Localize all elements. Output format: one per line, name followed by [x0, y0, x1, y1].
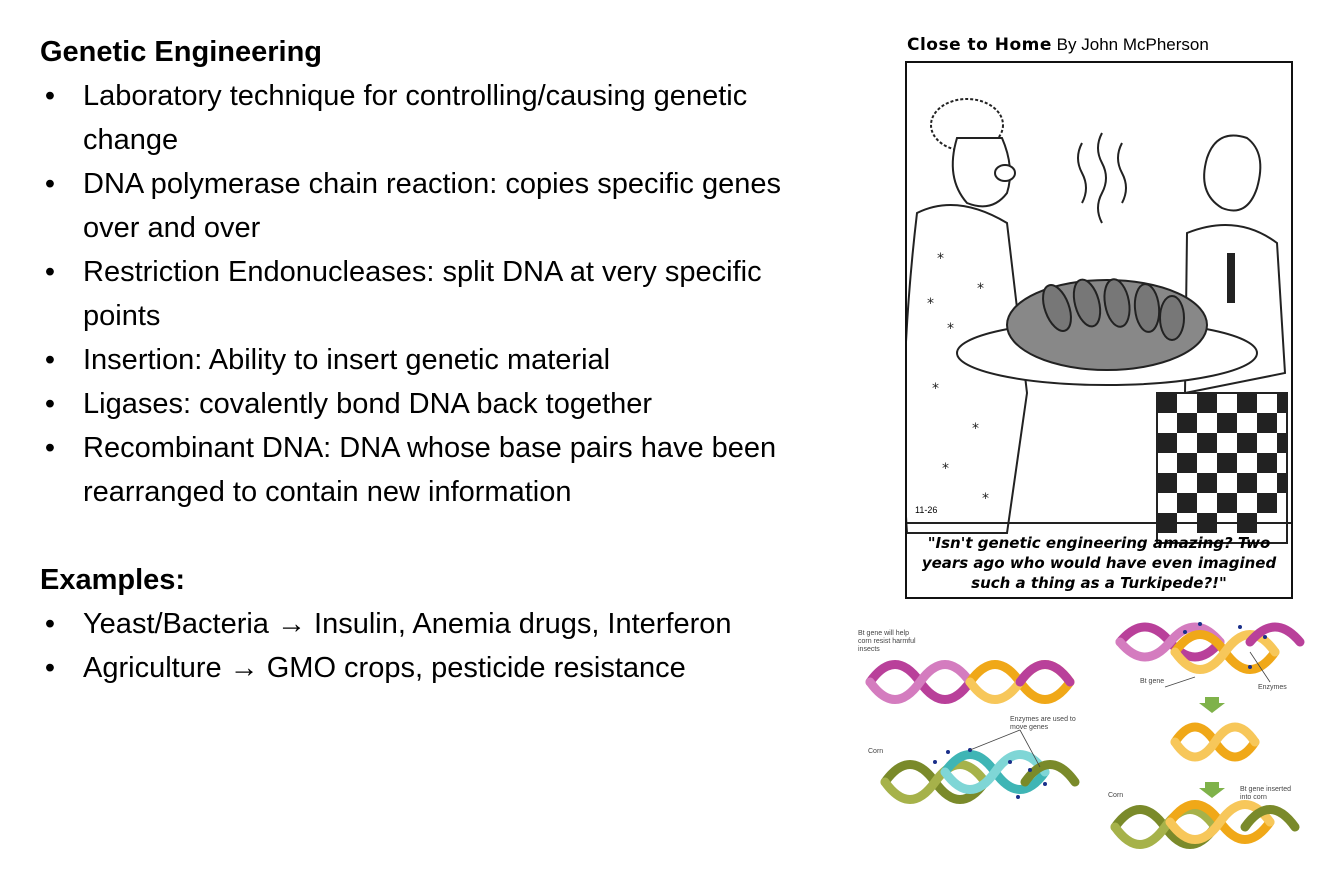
svg-text:*: * [942, 461, 949, 477]
bullet-dot: • [44, 388, 56, 420]
svg-text:*: * [982, 491, 989, 507]
label-corn-left: Corn [868, 748, 884, 755]
bullet-dot: • [44, 344, 56, 376]
cartoon-title: Close to Home By John McPherson [907, 35, 1209, 55]
bullet-dot: • [44, 168, 56, 200]
arrow-down-icon [1199, 782, 1225, 798]
svg-text:*: * [972, 421, 979, 437]
bullet-item: • Insertion: Ability to insert genetic ma… [40, 338, 830, 382]
enzyme-dots-left [933, 748, 1047, 799]
bullet-text: Yeast/Bacteria → Insulin, Anemia drugs, … [83, 608, 732, 640]
bullet-item: • Yeast/Bacteria → Insulin, Anemia drugs,… [40, 602, 830, 646]
svg-text:*: * [977, 281, 984, 297]
svg-text:*: * [937, 251, 944, 267]
strip-name: Close to Home [907, 35, 1052, 55]
bullet-text: Insertion: Ability to insert genetic mat… [83, 344, 611, 376]
dna-illustration [865, 622, 1305, 849]
helix-gene [1170, 722, 1260, 762]
bullet-text: Laboratory technique for controlling/cau… [83, 80, 748, 156]
helix-top-left [865, 660, 1075, 704]
bullet-dot: • [44, 80, 56, 112]
cartoon-date: 11-26 [915, 505, 938, 515]
enzyme-dots-right [1183, 622, 1267, 669]
label-bt-gene-note: Bt gene will help corn resist harmful in… [858, 630, 916, 653]
svg-text:*: * [927, 296, 934, 312]
bullet-dot: • [44, 652, 56, 684]
bullet-list: • Laboratory technique for controlling/ca… [40, 74, 830, 514]
cartoon-illustration: *** *** *** [907, 98, 1291, 544]
bullet-item: • Restriction Endonucleases: split DNA at… [40, 250, 830, 338]
helix-bottom-left [880, 750, 1080, 804]
bullet-dot: • [44, 256, 56, 288]
label-enzymes: Enzymes [1258, 684, 1287, 691]
arrow-down-icon [1199, 697, 1225, 713]
cartoon-panel: *** *** *** [905, 61, 1293, 599]
bullet-dot: • [44, 608, 56, 640]
bullet-text: Agriculture → GMO crops, pesticide resis… [83, 652, 686, 684]
helix-top-right [1115, 622, 1305, 674]
examples-title: Examples: [40, 564, 186, 596]
dna-diagram: Bt gene will help corn resist harmful in… [850, 612, 1310, 872]
helix-bottom-right [1110, 800, 1300, 849]
bullet-item: • Agriculture → GMO crops, pesticide resi… [40, 646, 830, 690]
checkered-pants [1156, 392, 1288, 544]
bullet-text: Recombinant DNA: DNA whose base pairs ha… [83, 432, 777, 508]
label-bt-gene: Bt gene [1140, 678, 1165, 685]
label-bt-inserted: Bt gene inserted into corn [1240, 786, 1291, 801]
bullet-item: • DNA polymerase chain reaction: copies s… [40, 162, 830, 250]
bullet-item: • Recombinant DNA: DNA whose base pairs h… [40, 426, 830, 514]
examples-list: • Yeast/Bacteria → Insulin, Anemia drugs,… [40, 602, 830, 690]
bullet-item: • Ligases: covalently bond DNA back toget… [40, 382, 830, 426]
bullet-item: • Laboratory technique for controlling/ca… [40, 74, 830, 162]
svg-text:*: * [947, 321, 954, 337]
bullet-text: Ligases: covalently bond DNA back togeth… [83, 388, 653, 420]
cartoon: Close to Home By John McPherson *** *** … [905, 35, 1297, 603]
label-enzymes-move: Enzymes are used to move genes [1010, 716, 1076, 731]
byline: By John McPherson [1056, 35, 1209, 54]
bullet-dot: • [44, 432, 56, 464]
svg-text:*: * [932, 381, 939, 397]
cartoon-caption: "Isn't genetic engineering amazing? Two … [921, 534, 1277, 592]
bullet-text: Restriction Endonucleases: split DNA at … [83, 256, 762, 332]
bullet-text: DNA polymerase chain reaction: copies sp… [83, 168, 781, 244]
spacer [40, 514, 830, 558]
label-corn-right: Corn [1108, 792, 1124, 799]
section-title: Genetic Engineering [40, 36, 322, 68]
slide-text: Genetic Engineering • Laboratory techniqu… [40, 30, 830, 690]
